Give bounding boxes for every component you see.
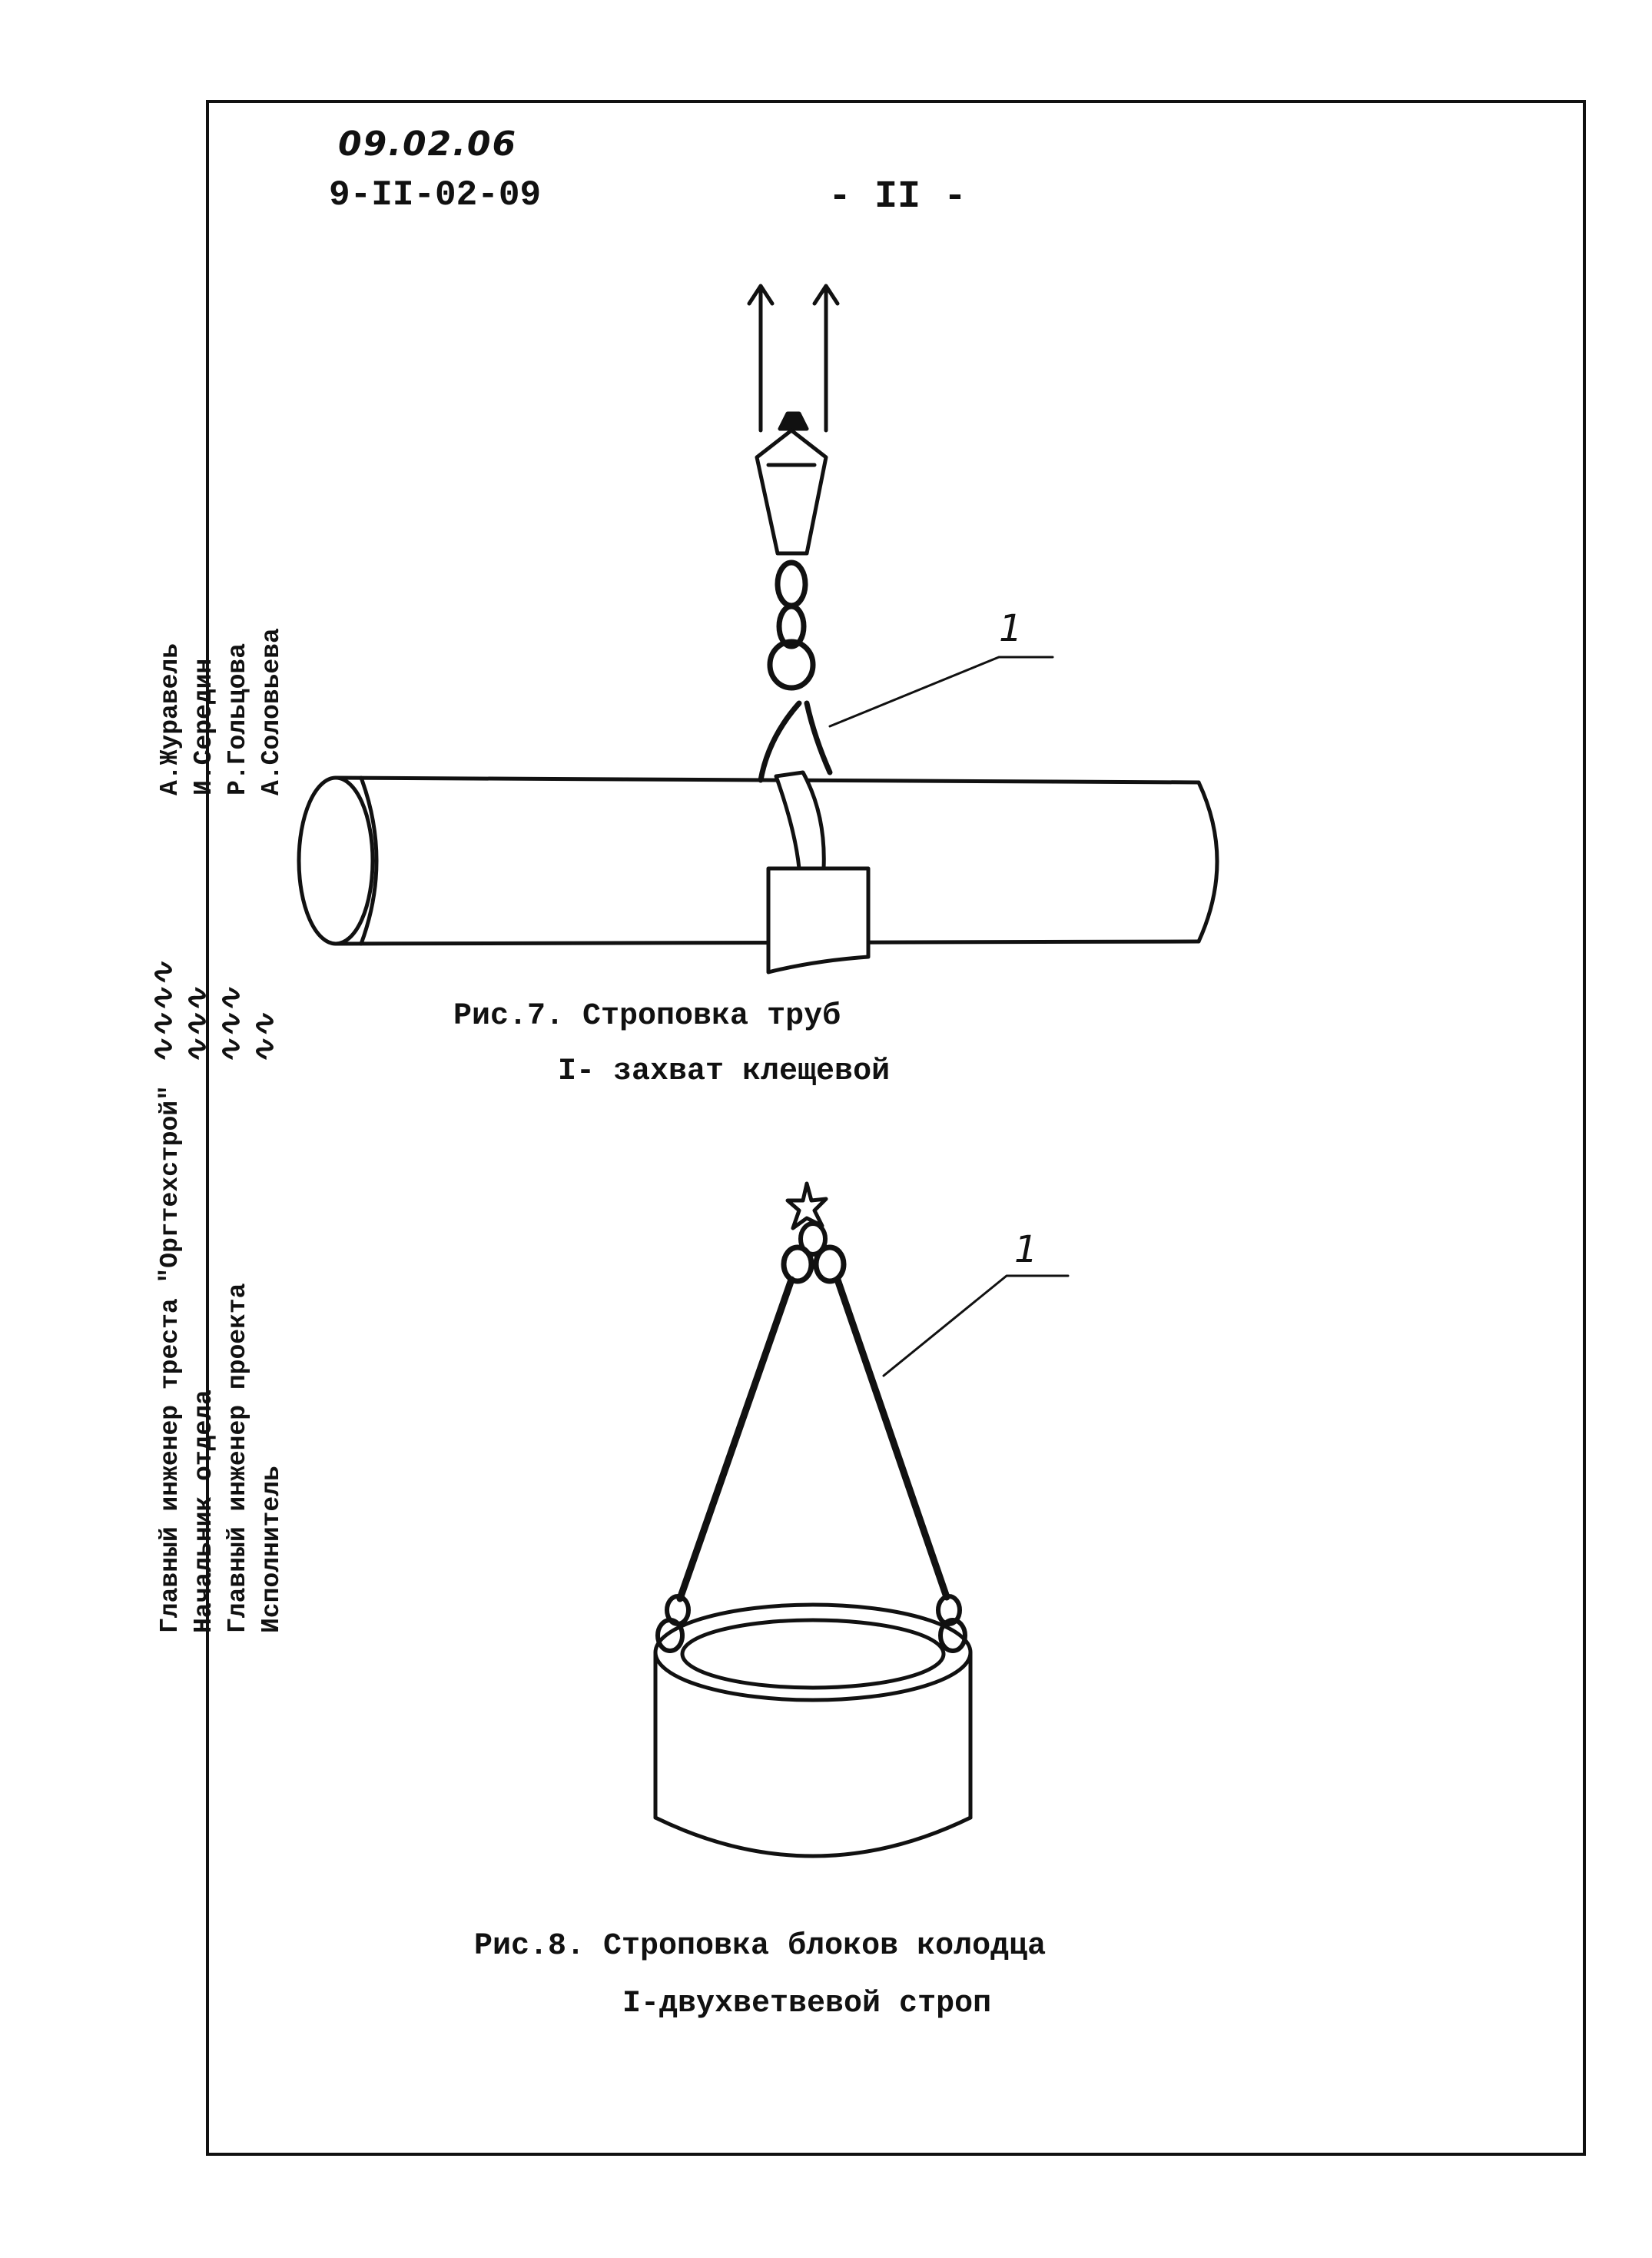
chain-links [758,560,833,783]
leg-hooks [655,1594,967,1653]
handwritten-date: 09.02.06 [338,125,518,164]
sling-legs [676,1276,950,1602]
figure8-callout-number: 1 [1014,1228,1038,1271]
page-frame [206,100,1586,2156]
figure7-caption-legend: I- захват клещевой [558,1054,891,1089]
figure7-callout-line [828,656,1054,728]
clamp-grip [766,770,871,975]
hoist-ropes [747,284,840,433]
document-code: 9-II-02-09 [329,175,542,215]
pipe [297,775,1219,946]
page-number: - II - [828,175,967,219]
figure8-caption-legend: I-двухветвевой строп [622,1987,992,2021]
sling-hook [781,1181,847,1284]
figure7-caption-title: Рис.7. Строповка труб [453,999,841,1034]
well-ring [653,1602,973,1858]
hook-block [755,411,828,556]
figure7-callout-number: 1 [999,607,1023,650]
figure8-caption-title: Рис.8. Строповка блоков колодца [474,1929,1047,1964]
figure8-callout-line [882,1274,1070,1377]
